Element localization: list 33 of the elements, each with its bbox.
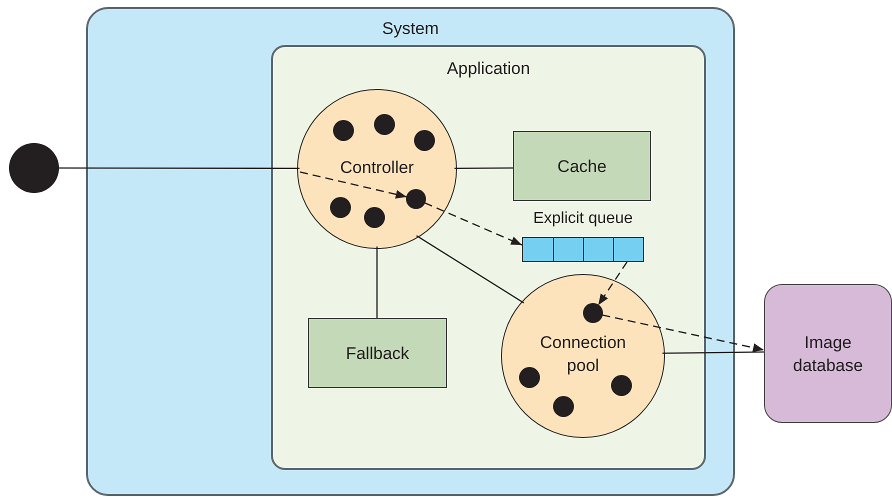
arrow <box>598 262 628 306</box>
connector-line <box>376 246 378 318</box>
filled-dot <box>9 143 59 193</box>
filled-dot <box>610 374 632 396</box>
connector-line <box>56 167 300 170</box>
application-container <box>271 45 706 470</box>
filled-dot <box>552 396 574 416</box>
container-title: System <box>382 19 439 39</box>
connector-line <box>662 351 764 354</box>
database-box <box>764 284 892 423</box>
arrow <box>300 171 407 199</box>
filled-dot <box>330 196 350 218</box>
filled-dot <box>518 366 540 388</box>
filled-dot <box>414 130 434 150</box>
system-container <box>86 7 735 496</box>
node-label: Cache <box>556 156 608 178</box>
node-label: Connection pool <box>538 332 627 377</box>
queue-label: Explicit queue <box>532 210 634 228</box>
node-label: Controller <box>339 156 415 178</box>
connector-line <box>416 235 524 304</box>
filled-dot <box>406 188 426 208</box>
filled-dot <box>332 120 354 140</box>
component-box <box>308 318 447 388</box>
connector-line <box>454 167 513 170</box>
filled-dot <box>582 302 602 322</box>
filled-dot <box>364 206 384 228</box>
node-label: Image database <box>792 332 864 376</box>
container-title: Application <box>446 59 530 79</box>
arrow <box>602 314 764 352</box>
node-label: Fallback <box>344 342 410 364</box>
arrow <box>424 202 522 246</box>
filled-dot <box>374 114 394 134</box>
component-box <box>513 131 651 201</box>
